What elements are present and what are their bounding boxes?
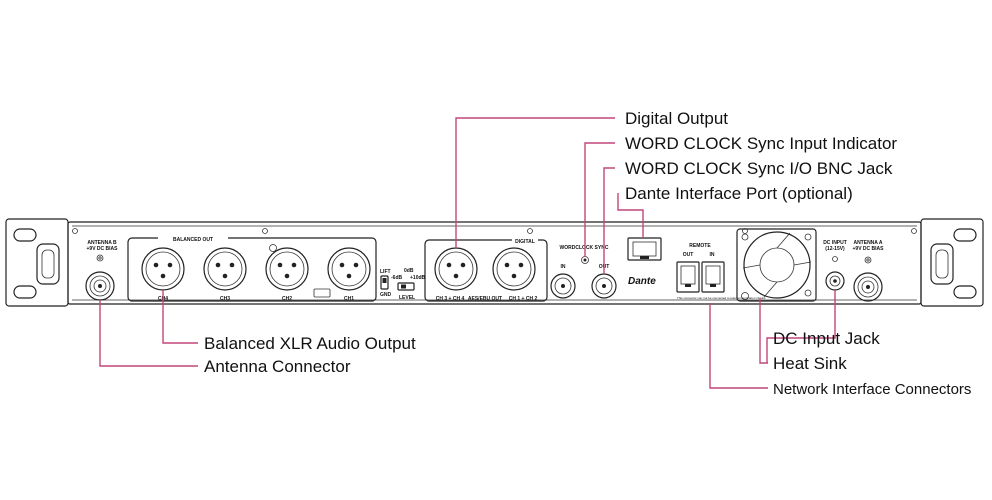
remote-note: This connector can not be connected to t… (677, 296, 766, 300)
rack-ear-left (5, 218, 69, 307)
balanced-out-label: BALANCED OUT (173, 237, 213, 243)
antenna-b-bias-label: +9V DC BIAS (87, 246, 119, 252)
dante-logo: Dante (628, 276, 656, 287)
chassis-screws (72, 228, 917, 300)
rack-ear-right (920, 218, 984, 307)
antenna-a-section: ANTENNA A +9V DC BIAS (853, 240, 885, 302)
dc-input-range-label: (12-15V) (825, 246, 845, 252)
leader-lines (99, 117, 836, 389)
wordclock-bnc-in[interactable] (550, 273, 576, 299)
ch3-label: CH3 (220, 296, 230, 302)
ground-lift-switch[interactable] (380, 275, 389, 290)
aes-xlr-ch12[interactable] (492, 247, 536, 291)
callout-word-clock-indicator: WORD CLOCK Sync Input Indicator (625, 134, 897, 153)
wordclock-in-label: IN (561, 264, 566, 270)
wordclock-label: WORDCLOCK SYNC (560, 245, 609, 251)
antenna-a-label: ANTENNA A (853, 240, 882, 246)
callout-antenna-connector: Antenna Connector (204, 357, 351, 376)
callout-dante-port: Dante Interface Port (optional) (625, 184, 853, 203)
antenna-b-connector[interactable] (85, 271, 115, 301)
leader-wordclock-bnc (603, 167, 615, 274)
callout-dc-input-jack: DC Input Jack (773, 329, 880, 348)
antenna-b-section: ANTENNA B +9V DC BIAS (85, 240, 119, 301)
lift-level-section: LIFT GND 0dB -6dB +10dB LEVEL (380, 268, 426, 301)
level-plus10-label: +10dB (410, 275, 426, 281)
balanced-out-section: BALANCED OUT CH4 CH3 CH2 CH1 (127, 235, 377, 302)
level-0db-label: 0dB (404, 268, 414, 274)
aes-out-label: AES/EBU OUT (468, 296, 502, 302)
lift-label: LIFT (380, 269, 391, 275)
antenna-a-bias-label: +9V DC BIAS (853, 246, 885, 252)
callout-digital-output: Digital Output (625, 109, 728, 128)
leader-dante-port (617, 193, 644, 238)
digital-section: DIGITAL CH 3 + CH 4 AES/EBU OUT CH 1 + C… (424, 237, 548, 302)
callout-network-interface: Network Interface Connectors (773, 381, 971, 398)
callout-labels: Digital Output WORD CLOCK Sync Input Ind… (204, 109, 971, 398)
xlr-ch1[interactable] (327, 247, 371, 291)
leader-antenna-connector (99, 300, 198, 367)
callout-heat-sink: Heat Sink (773, 354, 847, 373)
xlr-ch2[interactable] (265, 247, 309, 291)
ch1-label: CH1 (344, 296, 354, 302)
ch34-label: CH 3 + CH 4 (436, 296, 465, 302)
xlr-ch4[interactable] (141, 247, 185, 291)
remote-section: REMOTE OUT IN This connector can not be … (676, 243, 766, 300)
level-switch[interactable] (397, 282, 415, 291)
dc-input-label: DC INPUT (823, 240, 847, 246)
ch12-label: CH 1 + CH 2 (509, 296, 538, 302)
remote-label: REMOTE (689, 243, 711, 249)
remote-in-label: IN (710, 252, 715, 258)
leader-dc-input (766, 290, 836, 363)
remote-in-port[interactable] (701, 261, 725, 293)
dc-input-jack[interactable] (825, 271, 845, 291)
leader-heat-sink (759, 298, 768, 364)
gnd-label: GND (380, 292, 392, 298)
wordclock-bnc-out[interactable] (591, 273, 617, 299)
leader-network-interface (709, 303, 768, 389)
xlr-ch3[interactable] (203, 247, 247, 291)
wordclock-indicator (581, 256, 589, 264)
wordclock-section: WORDCLOCK SYNC IN OUT (550, 245, 617, 299)
callout-word-clock-bnc: WORD CLOCK Sync I/O BNC Jack (625, 159, 893, 178)
heat-sink (736, 228, 817, 302)
ch2-label: CH2 (282, 296, 292, 302)
digital-label: DIGITAL (515, 239, 535, 245)
level-minus6-label: -6dB (391, 275, 403, 281)
leader-wordclock-indicator (584, 142, 615, 257)
callout-balanced-xlr: Balanced XLR Audio Output (204, 334, 416, 353)
dante-port[interactable] (627, 237, 662, 261)
dc-input-section: DC INPUT (12-15V) (823, 240, 847, 291)
chassis (67, 221, 922, 305)
level-label: LEVEL (399, 295, 415, 301)
aes-xlr-ch34[interactable] (434, 247, 478, 291)
remote-out-label: OUT (683, 252, 694, 258)
leader-digital-output (455, 117, 615, 248)
dante-section: Dante (627, 237, 662, 287)
antenna-a-connector[interactable] (853, 272, 883, 302)
remote-out-port[interactable] (676, 261, 700, 293)
antenna-b-label: ANTENNA B (87, 240, 117, 246)
leader-balanced-xlr (162, 290, 198, 344)
